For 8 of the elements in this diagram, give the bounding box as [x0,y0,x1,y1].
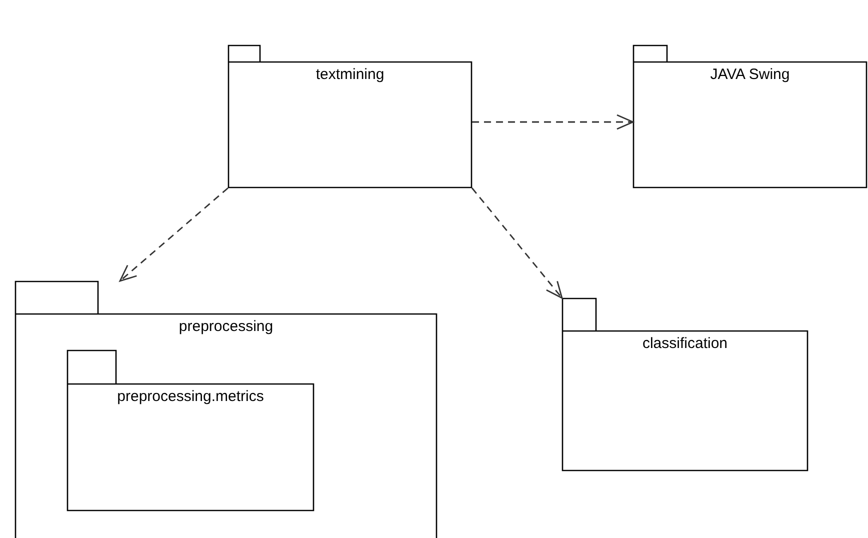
package-name: textmining [316,66,384,83]
package-name: JAVA Swing [710,66,790,83]
dependency-arrow [471,188,563,299]
package-name: preprocessing [178,318,274,335]
package-name: classification [642,335,728,352]
dependency-arrow [472,114,634,130]
package-name: preprocessing.metrics [117,388,264,405]
dependency-arrow [119,187,228,282]
